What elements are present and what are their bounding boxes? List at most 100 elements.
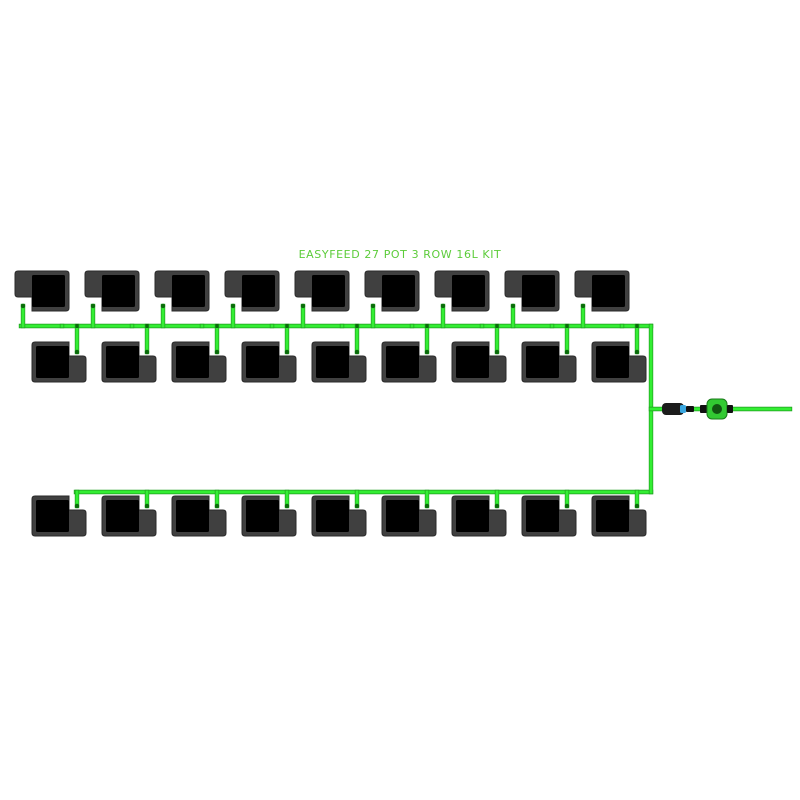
pot-well xyxy=(526,346,559,378)
feed-node-row1-3 xyxy=(160,303,166,309)
pot-well xyxy=(316,346,349,378)
pot-well xyxy=(106,500,139,532)
feed-node-row3-3 xyxy=(214,503,220,509)
pot-well xyxy=(176,500,209,532)
feed-node-row1-4 xyxy=(230,303,236,309)
feed-node-row3-8 xyxy=(564,503,570,509)
feed-node-row1-6 xyxy=(370,303,376,309)
pot-row3-1 xyxy=(31,495,87,537)
pot-row3-8 xyxy=(521,495,577,537)
pot-row3-3 xyxy=(171,495,227,537)
pot-well xyxy=(316,500,349,532)
pot-row1-5 xyxy=(294,270,350,312)
tee-fitting-9 xyxy=(635,324,639,328)
pot-well xyxy=(36,346,69,378)
pot-well xyxy=(382,275,415,307)
pot-well xyxy=(36,500,69,532)
pot-row1-9 xyxy=(574,270,630,312)
pot-well xyxy=(456,346,489,378)
pot-row1-2 xyxy=(84,270,140,312)
feed-node-row2-9 xyxy=(634,349,640,355)
feed-node-row3-6 xyxy=(424,503,430,509)
pot-well xyxy=(596,346,629,378)
feed-node-row1-2 xyxy=(90,303,96,309)
pot-well xyxy=(596,500,629,532)
pot-row1-4 xyxy=(224,270,280,312)
inline-filter-icon xyxy=(700,398,733,420)
pot-well xyxy=(246,346,279,378)
kit-title: EASYFEED 27 POT 3 ROW 16L KIT xyxy=(299,248,502,261)
pot-array xyxy=(14,270,647,537)
pot-row2-6 xyxy=(381,341,437,383)
pot-well xyxy=(246,500,279,532)
pot-well xyxy=(176,346,209,378)
tee-fitting-3 xyxy=(215,324,219,328)
pot-well xyxy=(452,275,485,307)
feed-node-row2-3 xyxy=(214,349,220,355)
pot-row2-2 xyxy=(101,341,157,383)
pot-well xyxy=(172,275,205,307)
pot-row1-1 xyxy=(14,270,70,312)
tee-fitting-7 xyxy=(495,324,499,328)
feed-node-row2-6 xyxy=(424,349,430,355)
feed-node-row3-5 xyxy=(354,503,360,509)
connector-accent xyxy=(680,405,686,413)
pot-well xyxy=(106,346,139,378)
feed-node-row1-1 xyxy=(20,303,26,309)
pot-row1-3 xyxy=(154,270,210,312)
feed-node-row2-4 xyxy=(284,349,290,355)
tee-fitting-8 xyxy=(565,324,569,328)
pot-row3-5 xyxy=(311,495,367,537)
tee-fitting-5 xyxy=(355,324,359,328)
tee-fitting-2 xyxy=(145,324,149,328)
pot-well xyxy=(526,500,559,532)
tee-fitting-1 xyxy=(75,324,79,328)
pot-row1-6 xyxy=(364,270,420,312)
pot-row2-3 xyxy=(171,341,227,383)
pot-row3-7 xyxy=(451,495,507,537)
pot-row3-4 xyxy=(241,495,297,537)
connector-body xyxy=(662,403,684,415)
pot-well xyxy=(456,500,489,532)
pipe-network xyxy=(18,303,793,509)
feed-node-row3-2 xyxy=(144,503,150,509)
inlet-assembly xyxy=(662,398,733,420)
feed-node-row1-7 xyxy=(440,303,446,309)
pot-well xyxy=(386,500,419,532)
pot-row1-8 xyxy=(504,270,560,312)
pot-row1-7 xyxy=(434,270,490,312)
feed-node-row2-5 xyxy=(354,349,360,355)
pot-row2-1 xyxy=(31,341,87,383)
filter-cap-right xyxy=(727,405,733,413)
feed-node-row1-5 xyxy=(300,303,306,309)
pot-well xyxy=(242,275,275,307)
feed-node-row3-4 xyxy=(284,503,290,509)
pot-well xyxy=(386,346,419,378)
pot-well xyxy=(522,275,555,307)
pot-row2-8 xyxy=(521,341,577,383)
pot-row2-7 xyxy=(451,341,507,383)
feed-node-row2-2 xyxy=(144,349,150,355)
pot-well xyxy=(102,275,135,307)
feed-node-row3-9 xyxy=(634,503,640,509)
tee-fitting-6 xyxy=(425,324,429,328)
feed-node-row1-9 xyxy=(580,303,586,309)
feed-node-row3-7 xyxy=(494,503,500,509)
filter-cap-left xyxy=(700,405,708,413)
feed-node-row3-1 xyxy=(74,503,80,509)
pot-row3-9 xyxy=(591,495,647,537)
pot-well xyxy=(592,275,625,307)
feed-node-row1-8 xyxy=(510,303,516,309)
pot-row3-6 xyxy=(381,495,437,537)
feed-node-row2-7 xyxy=(494,349,500,355)
pot-well xyxy=(32,275,65,307)
hose-connector-icon xyxy=(662,403,694,415)
connector-nut xyxy=(686,406,694,412)
pot-row2-9 xyxy=(591,341,647,383)
tee-fitting-4 xyxy=(285,324,289,328)
feed-node-row2-8 xyxy=(564,349,570,355)
pot-row2-5 xyxy=(311,341,367,383)
pot-row2-4 xyxy=(241,341,297,383)
feed-node-row2-1 xyxy=(74,349,80,355)
